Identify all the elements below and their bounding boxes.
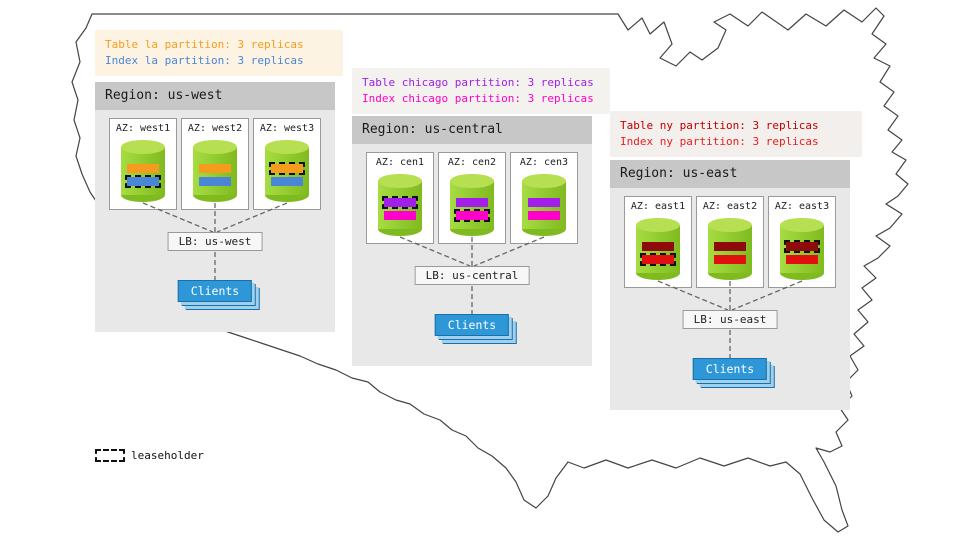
cylinder-top (193, 140, 237, 154)
index-replica-stripe (271, 177, 303, 186)
az-label: AZ: west2 (187, 123, 243, 134)
index-replica-stripe (786, 255, 818, 264)
clients-box: Clients (434, 314, 510, 336)
cylinder-top (636, 218, 680, 232)
az-label: AZ: cen3 (519, 157, 569, 168)
index-replica-stripe (640, 253, 676, 266)
table-replica-stripe (199, 164, 231, 173)
az-box-west3: AZ: west3 (253, 118, 321, 210)
az-box-east1: AZ: east1 (624, 196, 692, 288)
callout-line-index: Index ny partition: 3 replicas (620, 135, 819, 148)
az-box-east2: AZ: east2 (696, 196, 764, 288)
az-label: AZ: cen2 (447, 157, 497, 168)
index-replica-stripe (714, 255, 746, 264)
az-row: AZ: east1 AZ: east2 AZ: east3 (610, 196, 850, 288)
index-replica-stripe (384, 211, 416, 220)
az-label: AZ: west3 (259, 123, 315, 134)
database-cylinder-icon (636, 218, 680, 280)
database-cylinder-icon (522, 174, 566, 236)
clients-box: Clients (692, 358, 768, 380)
load-balancer: LB: us-east (682, 310, 778, 329)
cylinder-top (522, 174, 566, 188)
table-replica-stripe (528, 198, 560, 207)
az-label: AZ: cen1 (375, 157, 425, 168)
callout-us-west: Table la partition: 3 replicas Index la … (95, 30, 343, 76)
callout-line-index: Index chicago partition: 3 replicas (362, 92, 594, 105)
region-title: Region: us-central (352, 116, 592, 144)
az-label: AZ: east2 (702, 201, 758, 212)
table-replica-stripe (456, 198, 488, 207)
region-panel-us-west: Region: us-west AZ: west1 AZ: west2 (95, 82, 335, 332)
database-cylinder-icon (193, 140, 237, 202)
table-replica-stripe (269, 162, 305, 175)
az-label: AZ: east3 (774, 201, 830, 212)
az-box-west2: AZ: west2 (181, 118, 249, 210)
callout-us-east: Table ny partition: 3 replicas Index ny … (610, 111, 862, 157)
clients-box: Clients (177, 280, 253, 302)
region-title: Region: us-west (95, 82, 335, 110)
cylinder-top (121, 140, 165, 154)
az-row: AZ: cen1 AZ: cen2 AZ: cen3 (352, 152, 592, 244)
database-cylinder-icon (708, 218, 752, 280)
database-cylinder-icon (780, 218, 824, 280)
load-balancer: LB: us-west (167, 232, 263, 251)
index-replica-stripe (454, 209, 490, 222)
callout-line-index: Index la partition: 3 replicas (105, 54, 304, 67)
callout-us-central: Table chicago partition: 3 replicas Inde… (352, 68, 610, 114)
callout-line-table: Table la partition: 3 replicas (105, 38, 304, 51)
az-box-cen1: AZ: cen1 (366, 152, 434, 244)
az-box-east3: AZ: east3 (768, 196, 836, 288)
cylinder-top (708, 218, 752, 232)
database-cylinder-icon (121, 140, 165, 202)
az-box-cen3: AZ: cen3 (510, 152, 578, 244)
az-box-west1: AZ: west1 (109, 118, 177, 210)
az-label: AZ: west1 (115, 123, 171, 134)
region-title: Region: us-east (610, 160, 850, 188)
leaseholder-swatch-icon (95, 449, 125, 462)
cylinder-top (265, 140, 309, 154)
table-replica-stripe (784, 240, 820, 253)
database-cylinder-icon (265, 140, 309, 202)
table-replica-stripe (642, 242, 674, 251)
index-replica-stripe (125, 175, 161, 188)
table-replica-stripe (127, 164, 159, 173)
callout-line-table: Table ny partition: 3 replicas (620, 119, 819, 132)
callout-line-table: Table chicago partition: 3 replicas (362, 76, 594, 89)
leaseholder-legend: leaseholder (95, 449, 204, 462)
cylinder-top (780, 218, 824, 232)
table-replica-stripe (382, 196, 418, 209)
region-panel-us-east: Region: us-east AZ: east1 AZ: east2 (610, 160, 850, 410)
index-replica-stripe (199, 177, 231, 186)
region-panel-us-central: Region: us-central AZ: cen1 AZ: cen2 (352, 116, 592, 366)
leaseholder-label: leaseholder (131, 449, 204, 462)
az-label: AZ: east1 (630, 201, 686, 212)
cylinder-top (450, 174, 494, 188)
index-replica-stripe (528, 211, 560, 220)
load-balancer: LB: us-central (414, 266, 530, 285)
cylinder-top (378, 174, 422, 188)
table-replica-stripe (714, 242, 746, 251)
database-cylinder-icon (450, 174, 494, 236)
az-box-cen2: AZ: cen2 (438, 152, 506, 244)
database-cylinder-icon (378, 174, 422, 236)
az-row: AZ: west1 AZ: west2 AZ: west3 (95, 118, 335, 210)
